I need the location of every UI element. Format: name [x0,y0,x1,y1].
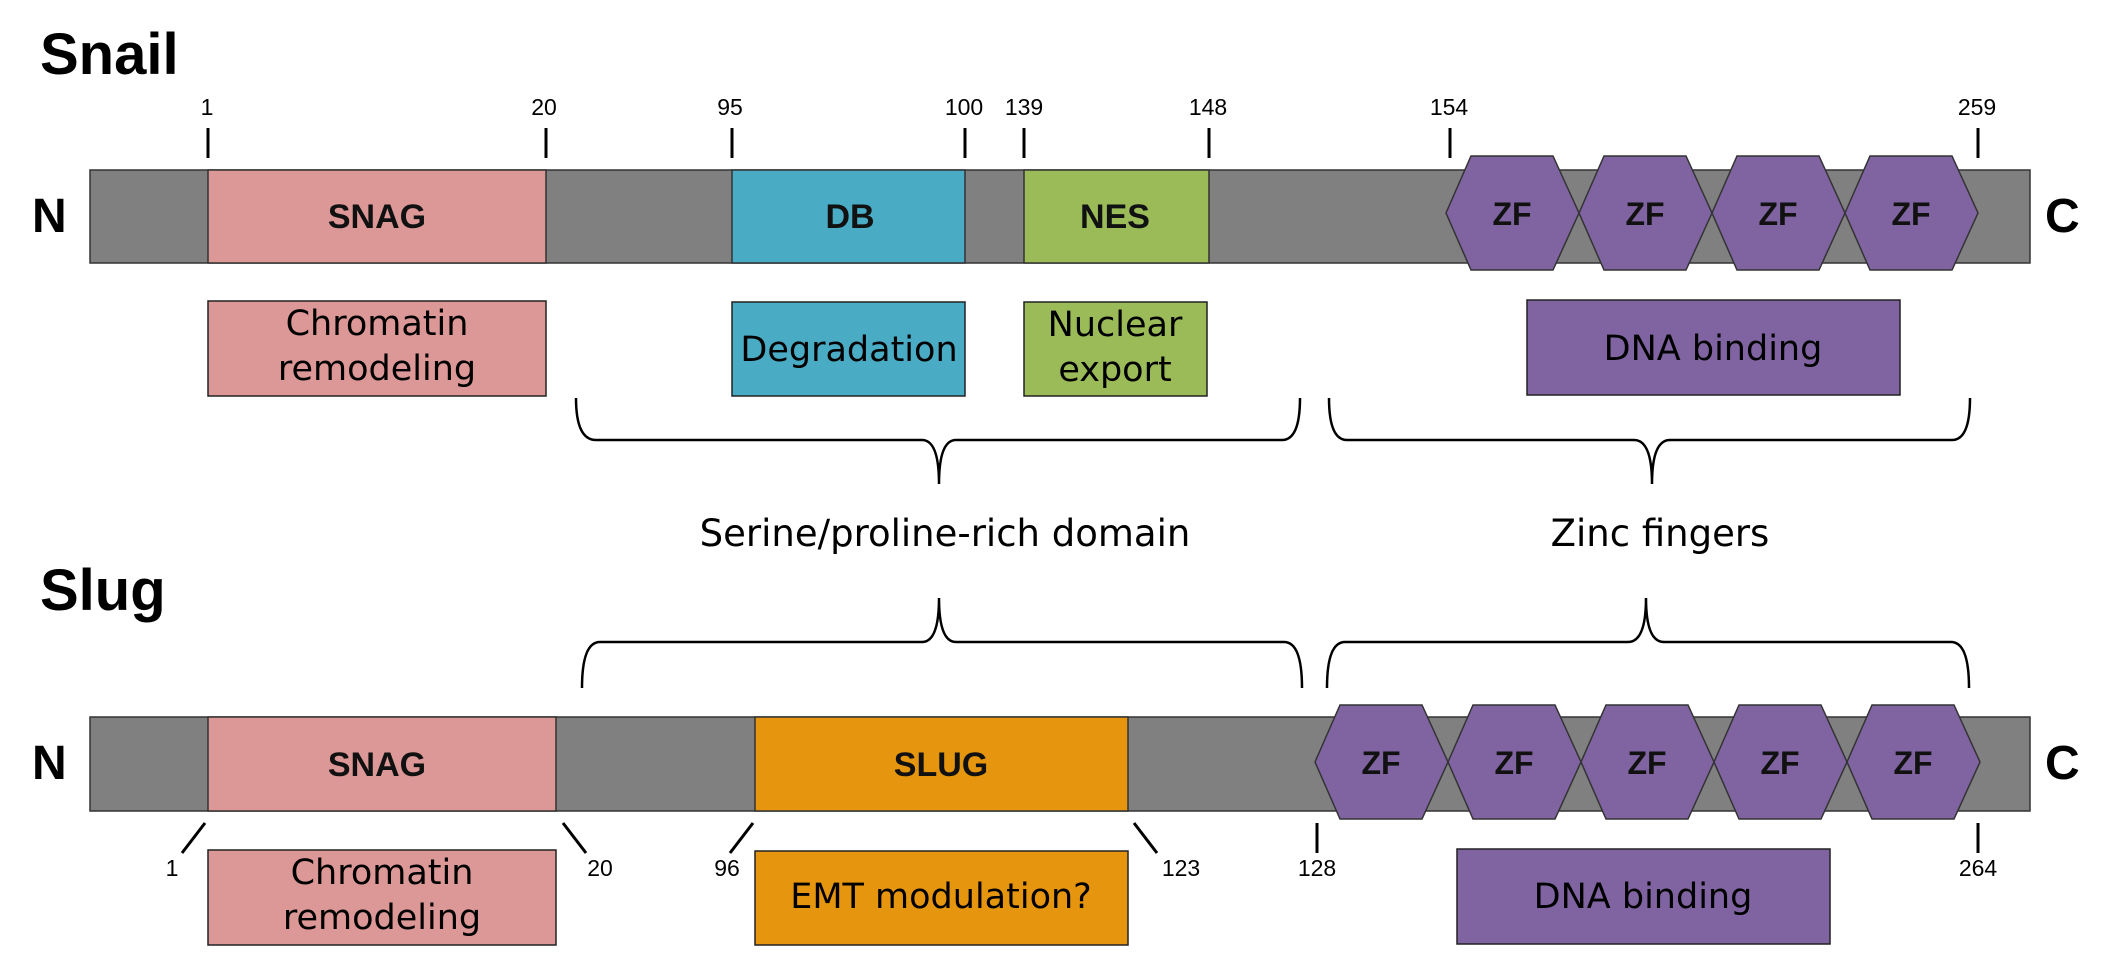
snail-position-20: 20 [531,94,557,120]
snail-zinc-finger-domains: ZF ZF ZF ZF [1445,155,1979,271]
snail-title: Snail [40,22,179,87]
slug-dna-binding-box [1456,848,1831,945]
snail-export-label-line2: export [1058,350,1171,390]
slug-zinc-finger-brace [1325,597,1971,689]
slug-position-123: 123 [1162,855,1200,881]
slug-emt-box [754,850,1129,946]
snail-export-label-line1: Nuclear [1048,305,1183,345]
slug-position-128: 128 [1298,855,1336,881]
snail-zinc-finger-brace [1327,397,1972,485]
slug-chromatin-label-line2: remodeling [283,898,481,938]
slug-tick-1 [180,822,207,854]
serine-proline-region-label: Serine/proline-rich domain [700,512,1191,555]
snail-snag-label: SNAG [328,198,426,236]
snail-export-box [1023,301,1208,397]
slug-tick-123 [1132,822,1159,854]
slug-serine-proline-brace [580,597,1304,689]
snail-chromatin-label-line1: Chromatin [286,304,469,344]
slug-zinc-finger-4-label: ZF [1760,745,1799,781]
slug-c-terminus: C [2045,737,2080,790]
snail-zinc-finger-4 [1844,155,1979,271]
slug-snag-domain [207,716,557,812]
snail-nes-label: NES [1080,198,1150,236]
slug-zinc-finger-2-label: ZF [1494,745,1533,781]
slug-position-264: 264 [1959,855,1998,881]
snail-nes-domain [1023,169,1210,264]
snail-db-domain [731,169,966,264]
snail-c-terminus: C [2045,190,2080,243]
snail-snag-domain [207,169,547,264]
snail-dna-binding-label: DNA binding [1604,329,1823,369]
zinc-fingers-region-label: Zinc fingers [1551,512,1770,555]
snail-position-1: 1 [201,94,214,120]
slug-zinc-finger-3-label: ZF [1627,745,1666,781]
snail-chromatin-label-line2: remodeling [278,349,476,389]
snail-chromatin-box [207,300,547,397]
snail-n-terminus: N [32,190,67,243]
snail-position-100: 100 [945,94,983,120]
snail-function-annotations: Chromatin remodeling Degradation Nuclear… [207,299,1901,397]
snail-position-95: 95 [717,94,743,120]
snail-zinc-finger-4-label: ZF [1891,196,1930,232]
slug-tick-96 [728,822,755,854]
snail-zinc-finger-2-label: ZF [1625,196,1664,232]
slug-tick-20 [561,822,588,854]
snail-position-259: 259 [1958,94,1996,120]
slug-zinc-finger-1-label: ZF [1361,745,1400,781]
slug-section: Slug N C SNAG SLUG ZF ZF ZF ZF ZF [32,558,2080,946]
slug-n-terminus: N [32,737,67,790]
snail-zinc-finger-1-label: ZF [1492,196,1531,232]
slug-zinc-finger-5 [1846,704,1981,820]
snail-position-markers: 1 20 95 100 139 148 154 259 [201,94,1996,158]
slug-function-annotations: Chromatin remodeling EMT modulation? DNA… [207,848,1831,946]
snail-section: Snail N C SNAG DB NES ZF ZF ZF ZF [32,22,2080,485]
slug-chromatin-label-line1: Chromatin [291,853,474,893]
slug-position-20: 20 [587,855,613,881]
slug-chromatin-box [207,849,557,946]
slug-position-markers: 1 20 96 123 128 264 [166,822,1998,881]
snail-degradation-box [731,301,966,397]
slug-dna-binding-label: DNA binding [1534,877,1753,917]
slug-snag-label: SNAG [328,746,426,784]
snail-zinc-finger-3-label: ZF [1758,196,1797,232]
slug-slug-domain [754,716,1129,812]
slug-emt-label: EMT modulation? [790,877,1092,917]
slug-position-96: 96 [714,855,740,881]
snail-position-154: 154 [1430,94,1469,120]
snail-position-148: 148 [1189,94,1227,120]
slug-zinc-finger-5-label: ZF [1893,745,1932,781]
slug-zinc-finger-domains: ZF ZF ZF ZF ZF [1314,704,1981,820]
snail-degradation-label: Degradation [740,330,957,370]
slug-title: Slug [40,558,166,623]
snail-serine-proline-brace [574,397,1302,485]
slug-position-1: 1 [166,855,179,881]
snail-dna-binding-box [1526,299,1901,396]
snail-position-139: 139 [1005,94,1043,120]
slug-slug-label: SLUG [894,746,988,784]
snail-db-label: DB [825,198,874,236]
